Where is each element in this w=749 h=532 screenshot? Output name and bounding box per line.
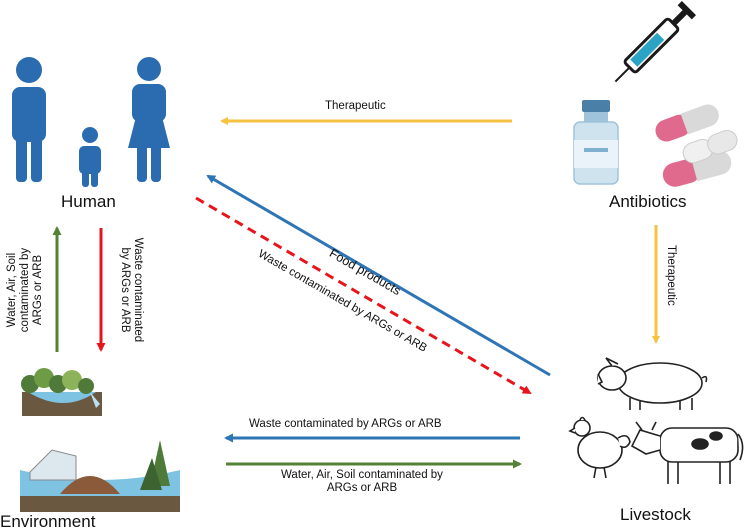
edge-label-environment-to-livestock-line2: ARGs or ARB	[326, 482, 398, 494]
edge-label-environment-to-human-line2: contaminated by	[19, 247, 31, 333]
cow-icon	[630, 421, 744, 484]
node-label-human: Human	[61, 192, 116, 211]
node-label-antibiotics: Antibiotics	[609, 192, 687, 211]
edge-label-environment-to-human: Water, Air, Soil contaminated by ARGs or…	[6, 243, 46, 337]
capsules-icon	[655, 104, 738, 187]
arrow-human-to-livestock	[195, 196, 532, 395]
landscape-icon	[20, 440, 180, 512]
vial-icon	[573, 100, 619, 185]
node-label-livestock: Livestock	[620, 505, 691, 524]
woman-icon	[128, 57, 170, 182]
arrow-livestock-to-human	[206, 174, 551, 377]
edge-label-human-to-environment-line1: Waste contaminated	[132, 237, 144, 343]
child-icon	[79, 127, 101, 187]
hen-icon	[568, 416, 631, 479]
edge-label-human-to-environment: Waste contaminated by ARGs or ARB	[118, 237, 144, 343]
man-icon	[12, 57, 46, 182]
edge-label-livestock-to-environment: Waste contaminated by ARGs or ARB	[249, 418, 442, 430]
edge-label-antibiotics-to-human: Therapeutic	[325, 100, 386, 112]
edge-label-environment-to-livestock: Water, Air, Soil contaminated by ARGs or…	[281, 469, 443, 495]
edge-label-antibiotics-to-livestock: Therapeutic	[663, 245, 677, 306]
node-label-environment: Environment	[0, 512, 96, 531]
edge-label-environment-to-human-line1: Water, Air, Soil	[6, 252, 18, 328]
edge-label-human-to-environment-line2: by ARGs or ARB	[119, 247, 131, 333]
syringe-icon	[614, 0, 697, 83]
forest-water-icon	[21, 368, 102, 416]
edge-label-environment-to-human-line3: ARGs or ARB	[32, 254, 44, 326]
edge-label-environment-to-livestock-line1: Water, Air, Soil contaminated by	[281, 469, 443, 481]
pig-icon	[597, 357, 708, 410]
edge-label-antibiotics-to-livestock-text: Therapeutic	[665, 245, 677, 306]
